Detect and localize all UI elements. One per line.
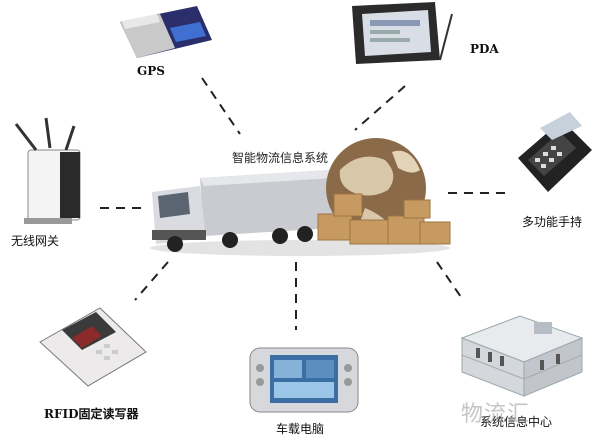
label-info-center: 系统信息中心 — [480, 415, 553, 429]
pda-device-icon — [352, 2, 453, 64]
label-handheld: 多功能手持 — [522, 215, 583, 229]
connector-info-center — [436, 261, 464, 301]
connectors — [100, 77, 505, 330]
watermark-logo: 物流汇 — [461, 402, 531, 427]
label-wireless-gateway: 无线网关 — [11, 234, 60, 248]
info-center-building-icon — [460, 315, 584, 397]
label-pda: PDA — [470, 42, 499, 56]
gps-card-icon — [120, 6, 212, 58]
vehicle-computer-icon — [249, 347, 359, 413]
handheld-terminal-icon — [518, 112, 592, 192]
connector-rfid — [134, 261, 169, 301]
label-vehicle-pc: 车载电脑 — [276, 422, 325, 436]
rfid-reader-icon — [39, 307, 147, 387]
diagram-title: 智能物流信息系统 — [232, 151, 329, 165]
wireless-gateway-icon — [14, 117, 81, 224]
truck-globe-illustration — [150, 138, 451, 256]
connector-pda — [354, 85, 406, 131]
label-rfid-reader: RFID固定读写器 — [44, 407, 139, 421]
connector-gps — [201, 77, 241, 135]
label-gps: GPS — [137, 64, 165, 78]
